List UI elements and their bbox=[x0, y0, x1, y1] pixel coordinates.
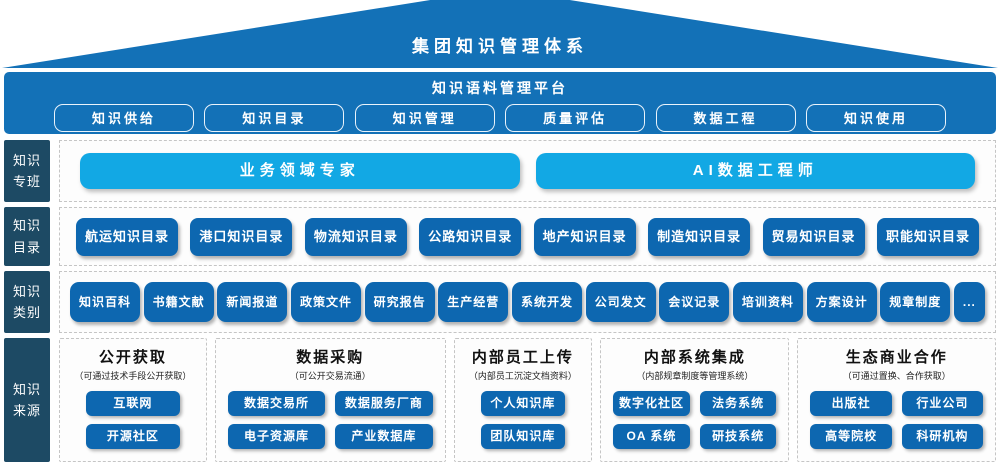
catalog-chip[interactable]: 港口知识目录 bbox=[190, 217, 293, 256]
source-group-subtitle: （内部规章制度等管理系统） bbox=[636, 371, 754, 381]
platform-button[interactable]: 知识使用 bbox=[805, 104, 946, 132]
category-chip[interactable]: 公司发文 bbox=[585, 282, 656, 322]
row-label-source: 知识来源 bbox=[4, 338, 50, 462]
source-item-chip[interactable]: 行业公司 bbox=[901, 391, 983, 416]
source-group-title: 内部系统集成 bbox=[643, 349, 746, 366]
source-item-chip[interactable]: 数据服务厂商 bbox=[335, 391, 433, 416]
catalog-chip[interactable]: 制造知识目录 bbox=[648, 217, 751, 256]
category-chip[interactable]: 培训资料 bbox=[732, 282, 803, 322]
catalog-chip[interactable]: 地产知识目录 bbox=[533, 217, 636, 256]
category-chip[interactable]: 书籍文献 bbox=[143, 282, 214, 322]
row-category: 知识类别 知识百科书籍文献新闻报道政策文件研究报告生产经营系统开发公司发文会议记… bbox=[4, 271, 996, 333]
source-group: 公开获取 （可通过技术手段公开获取） 互联网开源社区 bbox=[59, 338, 207, 462]
platform-button[interactable]: 知识管理 bbox=[354, 104, 495, 132]
source-item-chip[interactable]: 研技系统 bbox=[699, 424, 777, 449]
category-chip[interactable]: 政策文件 bbox=[290, 282, 361, 322]
row-label-team: 知识专班 bbox=[4, 140, 50, 202]
row-source: 知识来源 公开获取 （可通过技术手段公开获取） 互联网开源社区 数据采购 （可公… bbox=[4, 338, 996, 462]
source-group-items: 出版社行业公司高等院校科研机构 bbox=[804, 391, 989, 449]
catalog-chip[interactable]: 公路知识目录 bbox=[419, 217, 522, 256]
source-item-chip[interactable]: 个人知识库 bbox=[480, 391, 566, 416]
source-group-title: 内部员工上传 bbox=[471, 349, 574, 366]
source-item-chip[interactable]: 开源社区 bbox=[86, 424, 180, 449]
source-group-items: 数据交易所数据服务厂商电子资源库产业数据库 bbox=[222, 391, 439, 449]
category-chip[interactable]: 会议记录 bbox=[659, 282, 730, 322]
source-group-items: 互联网开源社区 bbox=[66, 391, 200, 449]
row-label-catalog-text: 知识目录 bbox=[12, 218, 41, 255]
category-chip[interactable]: 知识百科 bbox=[70, 282, 141, 322]
source-item-chip[interactable]: OA 系统 bbox=[613, 424, 690, 449]
source-group: 内部员工上传 （内部员工沉淀文档资料） 个人知识库团队知识库 bbox=[453, 338, 593, 462]
source-item-chip[interactable]: 团队知识库 bbox=[480, 424, 566, 449]
platform-button[interactable]: 质量评估 bbox=[505, 104, 646, 132]
source-item-chip[interactable]: 出版社 bbox=[810, 391, 892, 416]
source-group-title: 公开获取 bbox=[98, 349, 167, 366]
row-label-category: 知识类别 bbox=[4, 271, 50, 333]
source-group-items: 数字化社区法务系统 OA 系统研技系统 bbox=[607, 391, 782, 449]
source-group-subtitle: （内部员工沉淀文档资料） bbox=[468, 371, 577, 381]
platform-button-row: 知识供给知识目录知识管理质量评估数据工程知识使用 bbox=[4, 98, 996, 132]
category-chip[interactable]: 方案设计 bbox=[806, 282, 877, 322]
source-item-chip[interactable]: 电子资源库 bbox=[227, 424, 326, 449]
source-group: 内部系统集成 （内部规章制度等管理系统） 数字化社区法务系统 OA 系统研技系统 bbox=[600, 338, 790, 462]
row-content-source: 公开获取 （可通过技术手段公开获取） 互联网开源社区 数据采购 （可公开交易流通… bbox=[59, 338, 996, 462]
source-item-chip[interactable]: 数字化社区 bbox=[613, 391, 690, 416]
source-item-chip[interactable]: 互联网 bbox=[86, 391, 180, 416]
row-label-category-text: 知识类别 bbox=[12, 283, 41, 320]
source-group-subtitle: （可通过技术手段公开获取） bbox=[74, 371, 192, 381]
row-label-source-text: 知识来源 bbox=[12, 381, 41, 418]
row-label-catalog: 知识目录 bbox=[4, 207, 50, 266]
row-content-team: 业务领域专家 AI数据工程师 bbox=[59, 140, 996, 202]
row-content-category: 知识百科书籍文献新闻报道政策文件研究报告生产经营系统开发公司发文会议记录培训资料… bbox=[59, 271, 996, 333]
platform-banner: 知识语料管理平台 知识供给知识目录知识管理质量评估数据工程知识使用 bbox=[4, 72, 996, 134]
source-item-chip[interactable]: 高等院校 bbox=[810, 424, 892, 449]
catalog-chip[interactable]: 职能知识目录 bbox=[876, 217, 979, 256]
category-chip[interactable]: 新闻报道 bbox=[217, 282, 288, 322]
category-chip[interactable]: ... bbox=[953, 282, 985, 322]
source-group-subtitle: （可通过置换、合作获取） bbox=[842, 371, 951, 381]
catalog-chip[interactable]: 物流知识目录 bbox=[304, 217, 407, 256]
diagram-title: 集团知识管理体系 bbox=[412, 37, 588, 56]
source-group: 生态商业合作 （可通过置换、合作获取） 出版社行业公司高等院校科研机构 bbox=[797, 338, 996, 462]
category-chip[interactable]: 生产经营 bbox=[438, 282, 509, 322]
source-group-title: 生态商业合作 bbox=[845, 349, 948, 366]
source-item-chip[interactable]: 产业数据库 bbox=[335, 424, 433, 449]
catalog-chip[interactable]: 贸易知识目录 bbox=[762, 217, 865, 256]
team-bar[interactable]: AI数据工程师 bbox=[535, 153, 975, 189]
platform-button[interactable]: 数据工程 bbox=[655, 104, 796, 132]
platform-button[interactable]: 知识供给 bbox=[54, 104, 194, 132]
source-item-chip[interactable]: 数据交易所 bbox=[227, 391, 326, 416]
row-catalog: 知识目录 航运知识目录港口知识目录物流知识目录公路知识目录地产知识目录制造知识目… bbox=[4, 207, 996, 266]
source-item-chip[interactable]: 法务系统 bbox=[699, 391, 777, 416]
source-item-chip[interactable]: 科研机构 bbox=[901, 424, 983, 449]
platform-button[interactable]: 知识目录 bbox=[204, 104, 345, 132]
source-group-title: 数据采购 bbox=[296, 349, 365, 366]
row-content-catalog: 航运知识目录港口知识目录物流知识目录公路知识目录地产知识目录制造知识目录贸易知识… bbox=[59, 207, 996, 266]
category-chip[interactable]: 研究报告 bbox=[364, 282, 435, 322]
row-team: 知识专班 业务领域专家 AI数据工程师 bbox=[4, 140, 996, 202]
platform-title: 知识语料管理平台 bbox=[432, 80, 568, 96]
catalog-chip[interactable]: 航运知识目录 bbox=[76, 217, 178, 256]
row-label-team-text: 知识专班 bbox=[12, 152, 41, 189]
source-group: 数据采购 （可公开交易流通） 数据交易所数据服务厂商电子资源库产业数据库 bbox=[214, 338, 446, 462]
source-group-subtitle: （可公开交易流通） bbox=[289, 371, 371, 381]
source-group-items: 个人知识库团队知识库 bbox=[461, 391, 586, 449]
category-chip[interactable]: 规章制度 bbox=[880, 282, 951, 322]
team-bar[interactable]: 业务领域专家 bbox=[80, 153, 520, 189]
category-chip[interactable]: 系统开发 bbox=[511, 282, 582, 322]
